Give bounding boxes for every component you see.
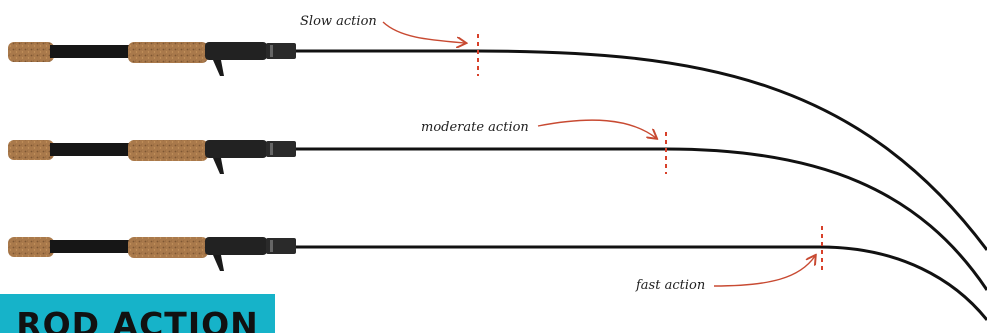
label-arrow [537, 119, 656, 138]
rod-fast-action: fast action [8, 226, 987, 321]
rod-label: moderate action [421, 120, 529, 135]
title-badge: ROD ACTION [0, 294, 275, 333]
rod-handle [8, 42, 296, 76]
page-title: ROD ACTION [16, 305, 259, 333]
label-arrow [382, 21, 465, 43]
rod-handle [8, 237, 296, 271]
rod-label: Slow action [300, 14, 377, 29]
rod-blank [296, 245, 987, 321]
rod-slow-action: Slow action [8, 14, 987, 251]
rod-handle [8, 140, 296, 174]
rod-moderate-action: moderate action [8, 119, 987, 291]
rod-blank [296, 147, 987, 291]
label-arrow [713, 256, 815, 287]
rod-blank [296, 49, 987, 251]
rod-label: fast action [635, 278, 705, 293]
